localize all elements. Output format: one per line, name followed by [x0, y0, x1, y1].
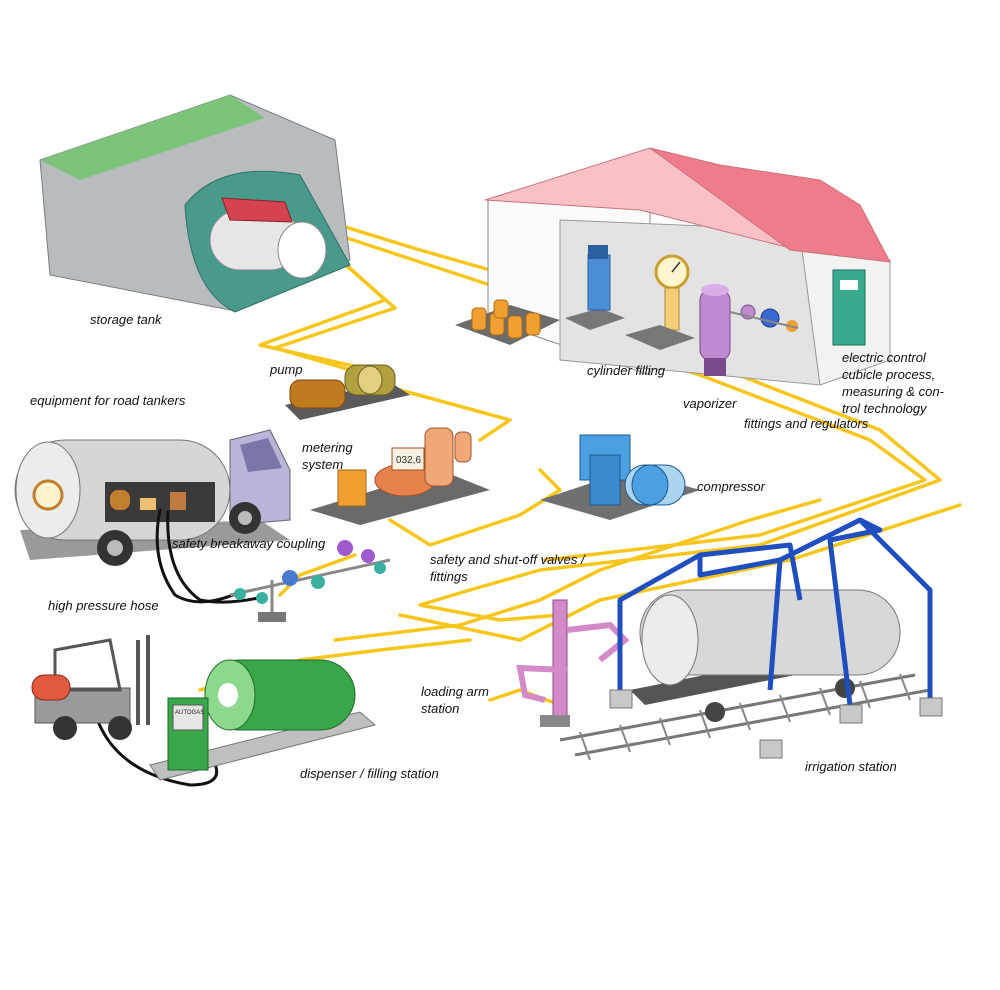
- label-road-tankers: equipment for road tankers: [30, 393, 186, 408]
- loading-arm-station: [516, 599, 630, 727]
- label-dispenser: dispenser / filling station: [300, 766, 439, 781]
- label-cylinder-filling: cylinder filling: [587, 363, 666, 378]
- valves-fittings: [229, 540, 391, 622]
- dispenser-sign: AUTOGAS: [175, 710, 204, 716]
- dispenser-filling-station: AUTOGAS: [149, 659, 377, 781]
- label-irrigation-station: irrigation station: [805, 759, 897, 774]
- label-control-4: trol technology: [842, 401, 927, 416]
- label-control-2: cubicle process,: [842, 367, 936, 382]
- irrigation-station: [559, 517, 943, 761]
- label-fittings-regulators: fittings and regulators: [744, 416, 869, 431]
- label-storage-tank: storage tank: [90, 312, 162, 327]
- label-loading-arm-2: station: [421, 701, 460, 716]
- label-metering-1: metering: [302, 440, 353, 455]
- label-breakaway-coupling: safety breakaway coupling: [172, 536, 326, 551]
- metering-system: 032,6: [310, 427, 490, 525]
- label-valves-1: safety and shut-off valves /: [430, 552, 585, 567]
- high-pressure-hoses: [88, 508, 260, 787]
- storage-tank-mound: [39, 94, 351, 313]
- forklift: [31, 635, 150, 740]
- label-loading-arm-1: loading arm: [421, 684, 489, 699]
- label-high-pressure-hose: high pressure hose: [48, 598, 159, 613]
- pump-skid: [285, 364, 410, 420]
- label-pump: pump: [270, 362, 303, 377]
- compressor-skid: [540, 434, 700, 520]
- filling-building: [455, 147, 891, 386]
- meter-display: 032,6: [396, 455, 421, 466]
- label-control-3: measuring & con-: [842, 384, 944, 399]
- label-valves-2: fittings: [430, 569, 468, 584]
- label-vaporizer: vaporizer: [683, 396, 737, 411]
- label-compressor: compressor: [697, 479, 765, 494]
- label-control-1: electric control: [842, 350, 926, 365]
- road-tanker: [14, 429, 291, 566]
- label-metering-2: system: [302, 457, 344, 472]
